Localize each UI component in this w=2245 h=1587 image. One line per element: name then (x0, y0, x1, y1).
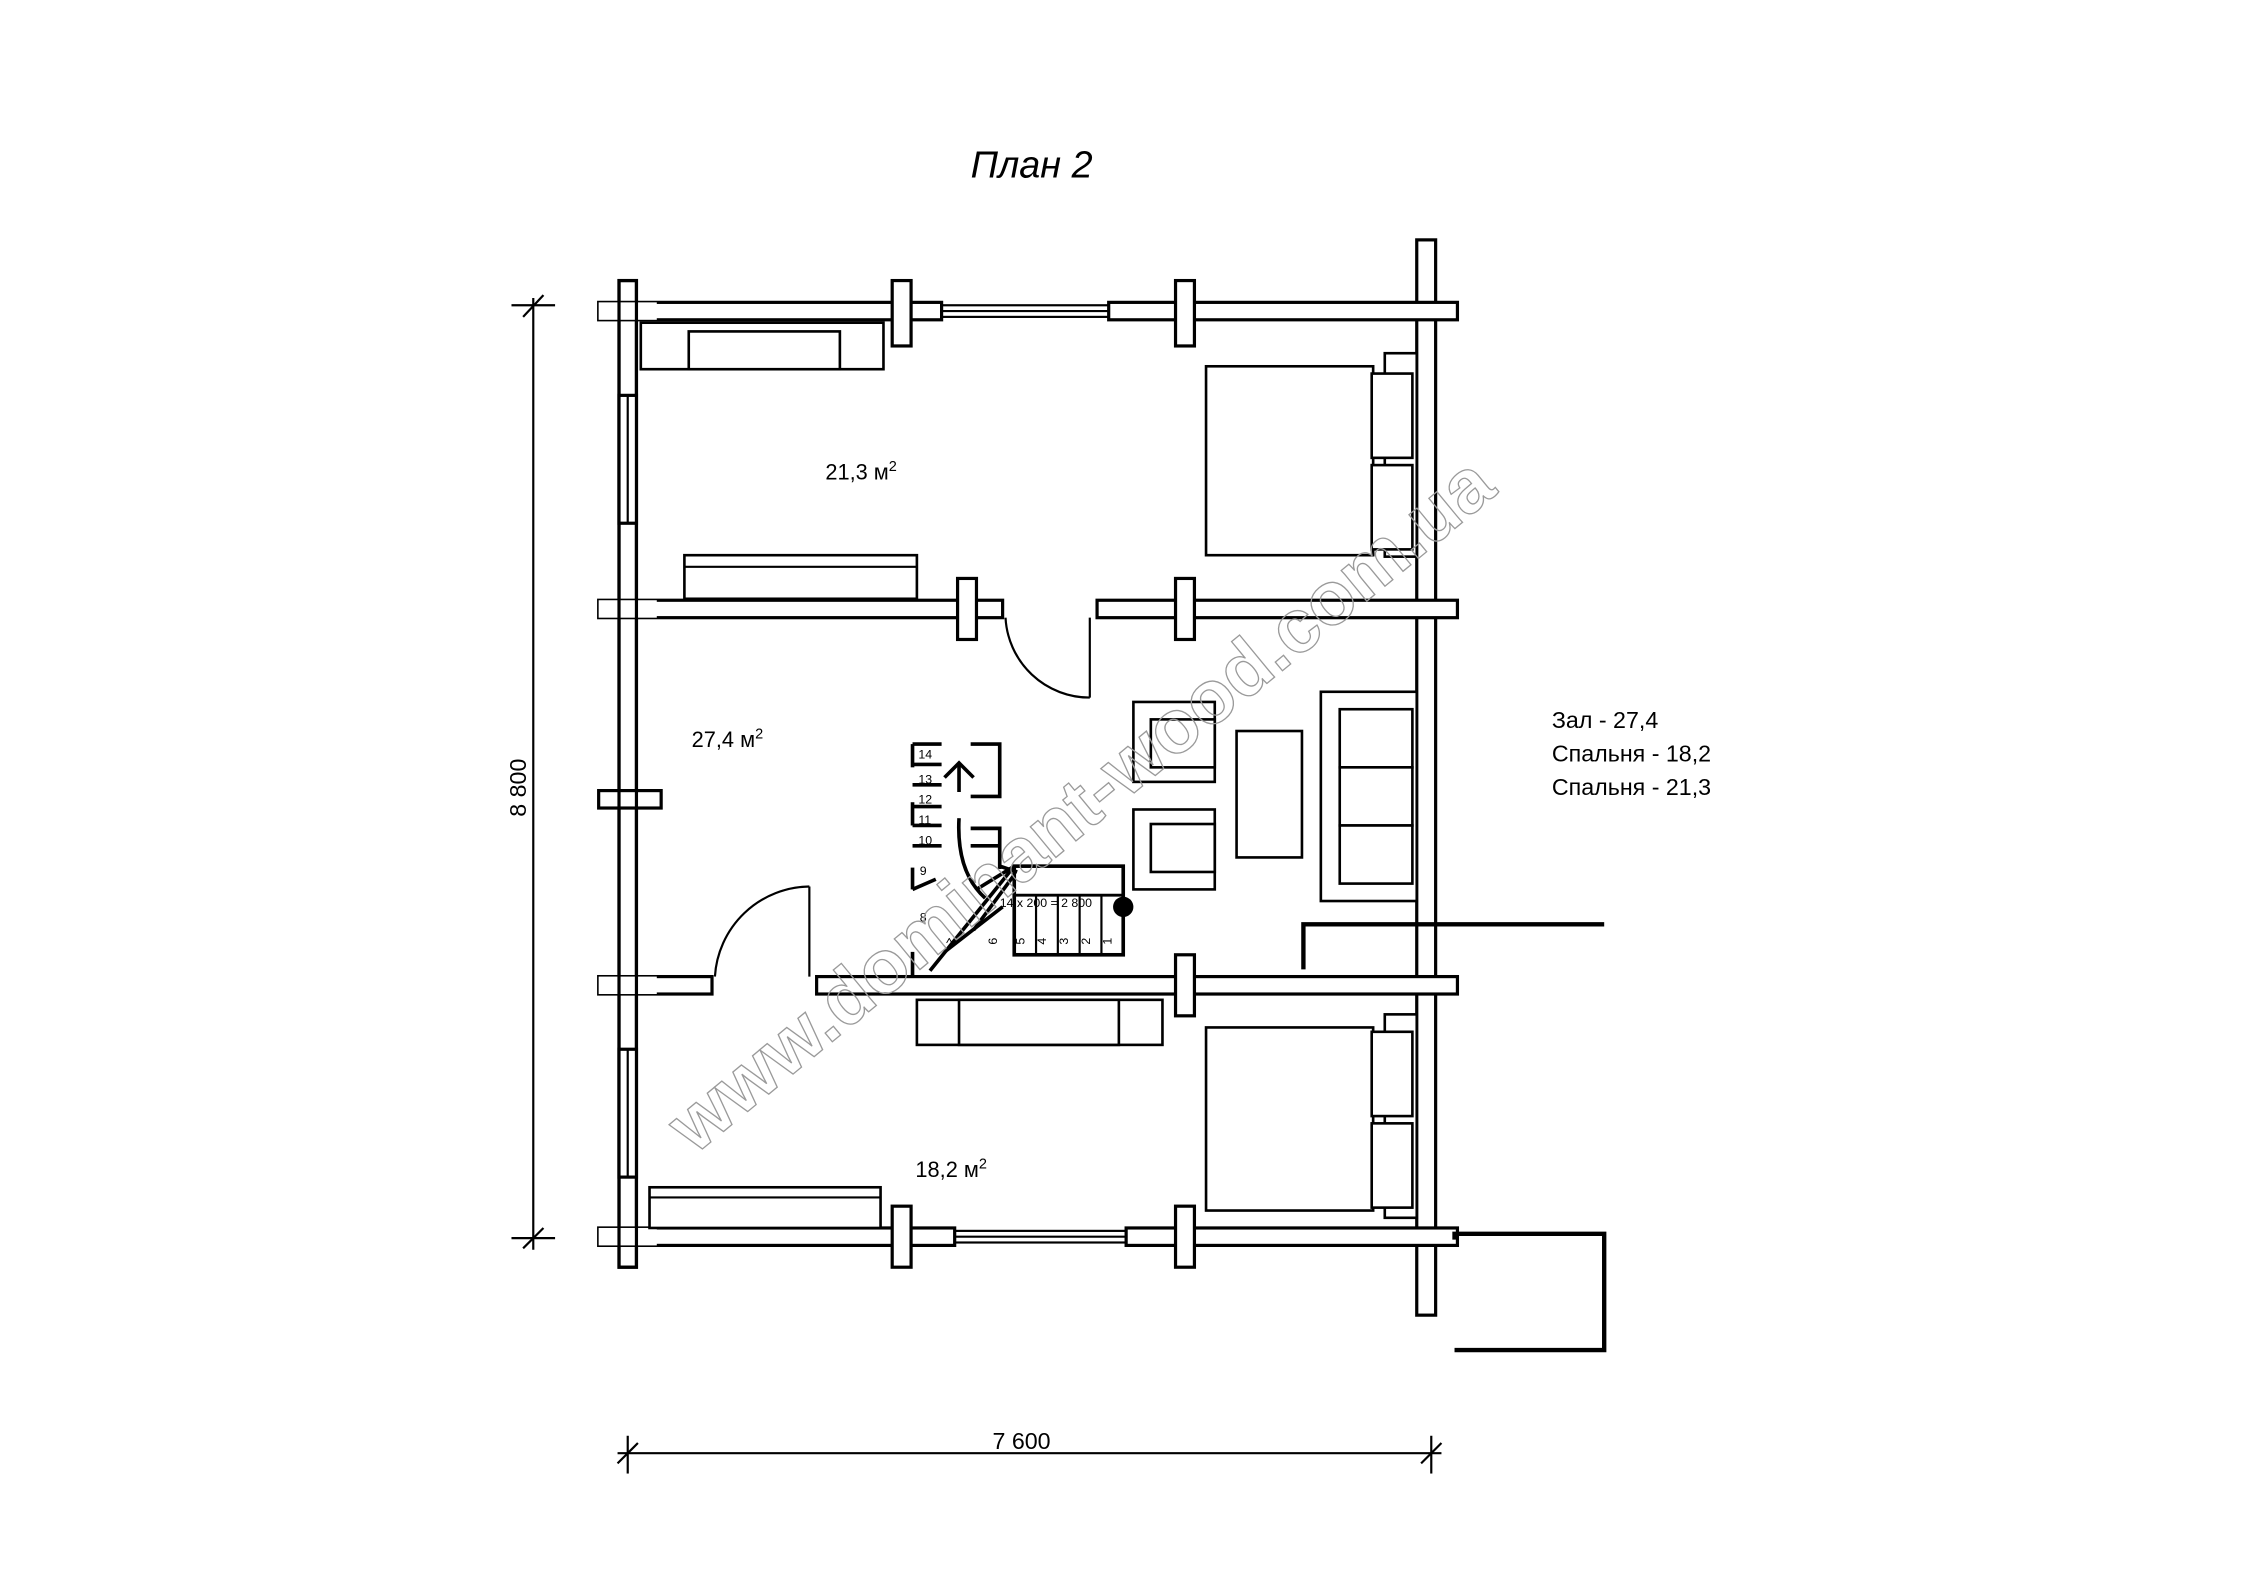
bed-top (1204, 351, 1419, 558)
coffee-table (1235, 729, 1304, 859)
area-sup: 2 (979, 1156, 987, 1172)
room-area-hall: 27,4 м2 (692, 726, 764, 752)
armchair-1 (1132, 700, 1217, 784)
stair-step-number: 4 (1035, 938, 1049, 945)
plan-title: План 2 (971, 144, 1093, 186)
door-bedroom-top[interactable] (1004, 617, 1091, 699)
area-value: 27,4 м (692, 727, 755, 752)
stair-step-number: 10 (918, 833, 932, 847)
stair-step-number: 1 (1101, 938, 1115, 945)
legend-item: Спальня - 21,3 (1552, 774, 1711, 800)
area-sup: 2 (755, 726, 763, 742)
stair-step-number: 9 (920, 864, 927, 878)
sofa-hall (1319, 690, 1419, 903)
stair-step-number: 2 (1079, 938, 1093, 945)
desk-bottom (648, 1185, 882, 1230)
area-value: 18,2 м (915, 1157, 978, 1182)
staircase (1301, 922, 1607, 1353)
room-area-bedroom-top: 21,3 м2 (825, 459, 896, 485)
stair-step-number: 11 (918, 813, 931, 827)
stair-step-number: 3 (1057, 938, 1071, 945)
room-area-bedroom-bottom: 18,2 м2 (915, 1156, 987, 1182)
stair-step-number: 6 (986, 938, 1000, 945)
stair-start-dot (1113, 896, 1134, 918)
sofa-bottom (915, 998, 1164, 1047)
door-bedroom-bottom[interactable] (713, 885, 811, 977)
stair-step-number: 8 (920, 910, 927, 924)
bed-bottom (1204, 1013, 1419, 1220)
legend-item: Зал - 27,4 (1552, 707, 1658, 733)
stair-step-number: 5 (1013, 938, 1027, 945)
height-label: 8 800 (505, 759, 531, 817)
stair-step-number: 14 (918, 748, 932, 762)
stair-step-number: 12 (918, 793, 932, 807)
desk-top (683, 553, 919, 601)
armchair-2 (1132, 808, 1217, 891)
area-value: 21,3 м (825, 460, 888, 485)
sofa-top (639, 321, 885, 371)
stair-step-number: 13 (918, 772, 932, 786)
legend-item: Спальня - 18,2 (1552, 741, 1711, 767)
area-legend: Зал - 27,4 Спальня - 18,2 Спальня - 21,3 (1552, 707, 1711, 800)
area-sup: 2 (889, 459, 897, 475)
stair-formula: 14 x 200 = 2 800 (1000, 896, 1092, 910)
windows (617, 304, 1128, 1244)
width-label: 7 600 (992, 1428, 1050, 1454)
dimension-height: 8 800 (505, 294, 556, 1250)
dimension-width: 7 600 (616, 1428, 1443, 1474)
